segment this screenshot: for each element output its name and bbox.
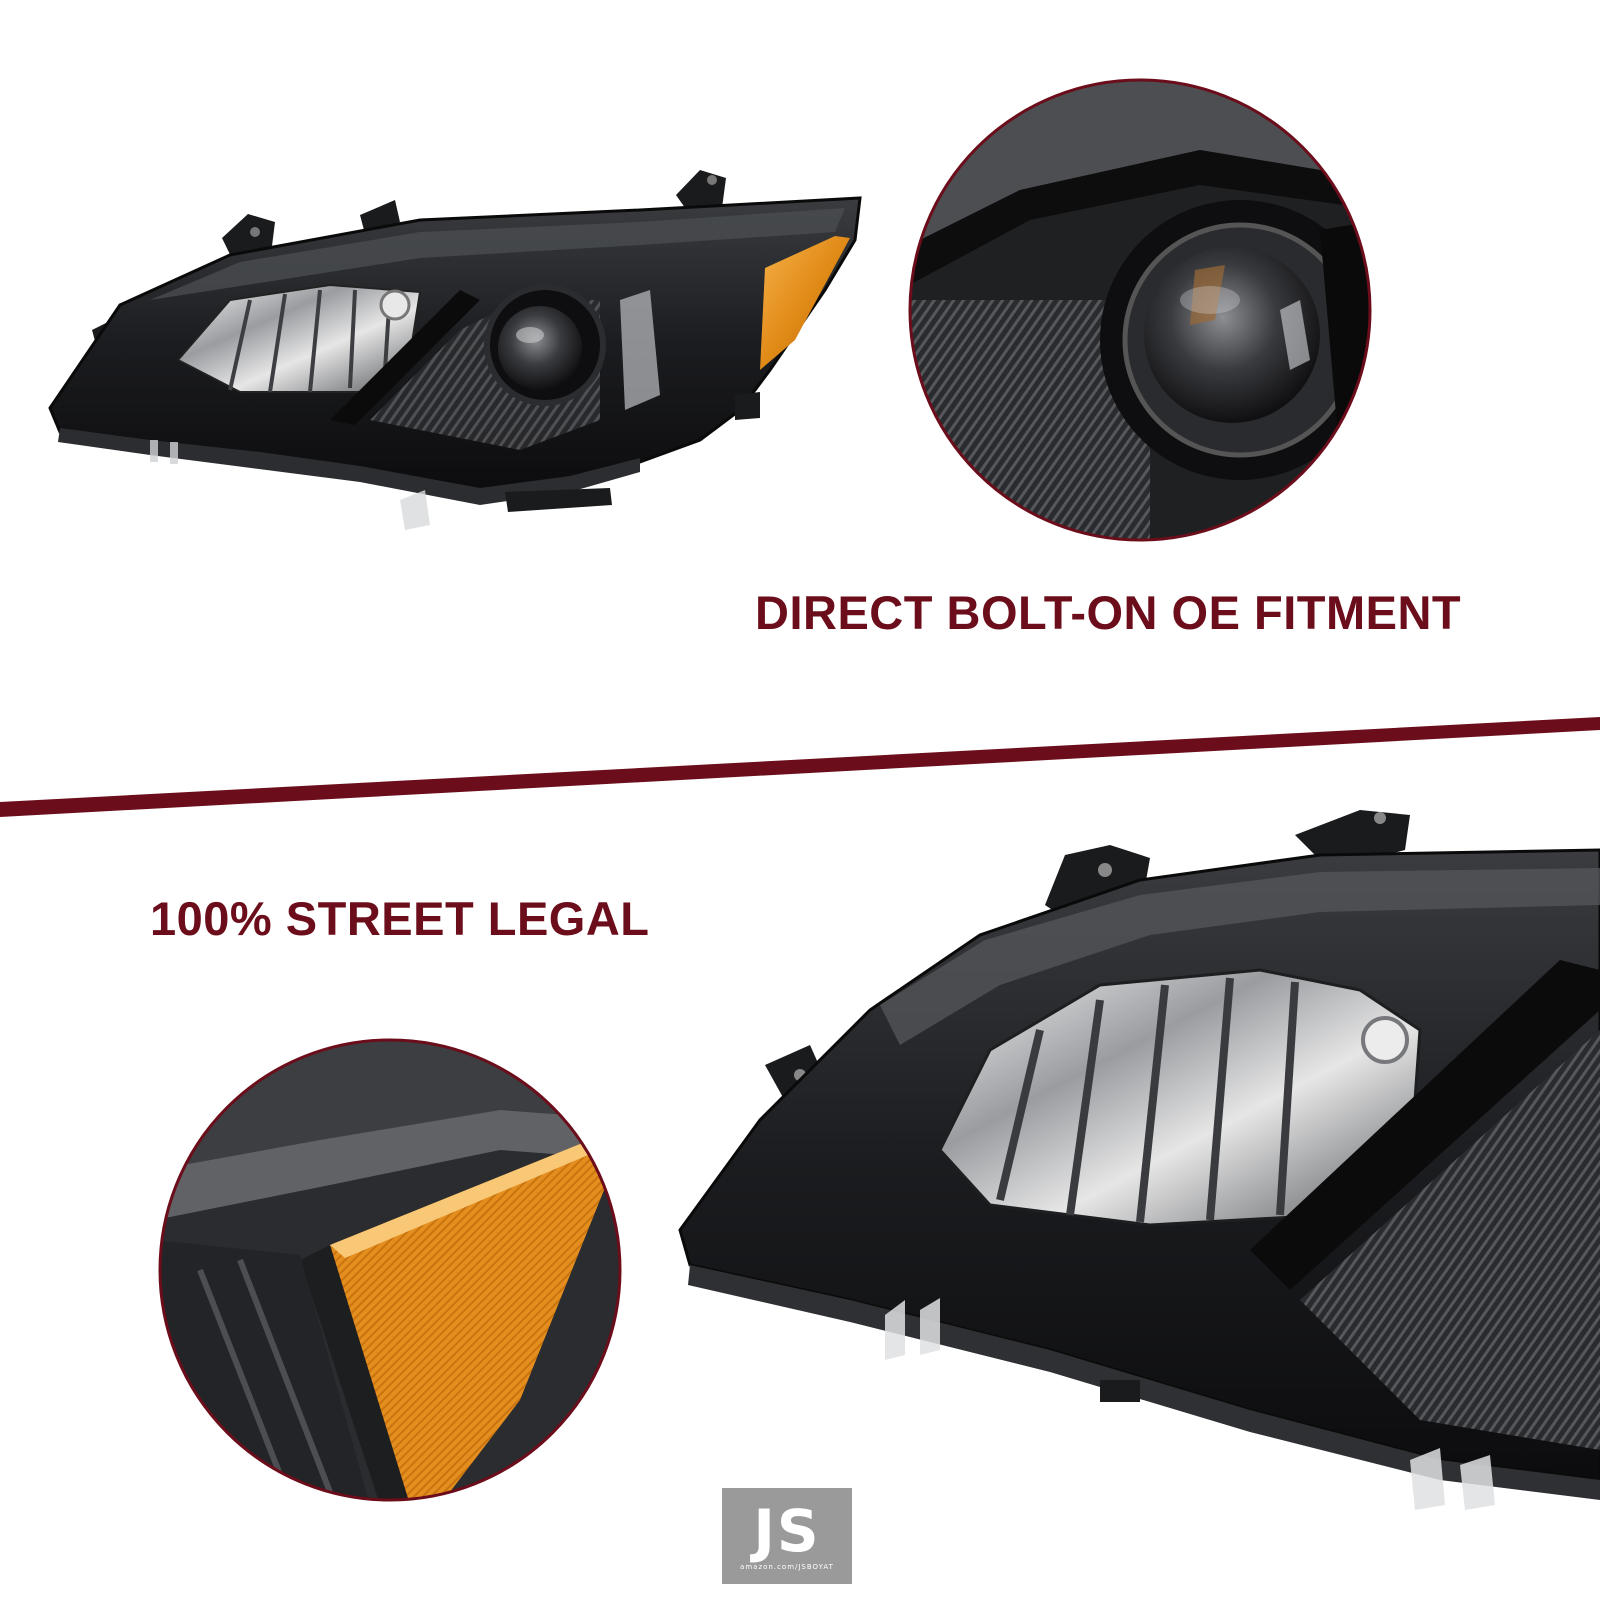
headline-fitment: DIRECT BOLT-ON OE FITMENT <box>755 586 1462 639</box>
headlight-full-image <box>48 170 862 530</box>
logo-mark: JS <box>753 1496 821 1565</box>
logo-subtext: amazon.com/JSBOYAT <box>740 1562 834 1571</box>
projector-closeup-image <box>908 78 1372 542</box>
divider-line <box>0 717 1600 817</box>
headline-street-legal: 100% STREET LEGAL <box>150 892 650 945</box>
amber-marker-closeup-image <box>158 1038 622 1502</box>
js-logo: JS amazon.com/JSBOYAT <box>722 1488 852 1584</box>
headlight-angle-closeup-image <box>678 810 1600 1510</box>
